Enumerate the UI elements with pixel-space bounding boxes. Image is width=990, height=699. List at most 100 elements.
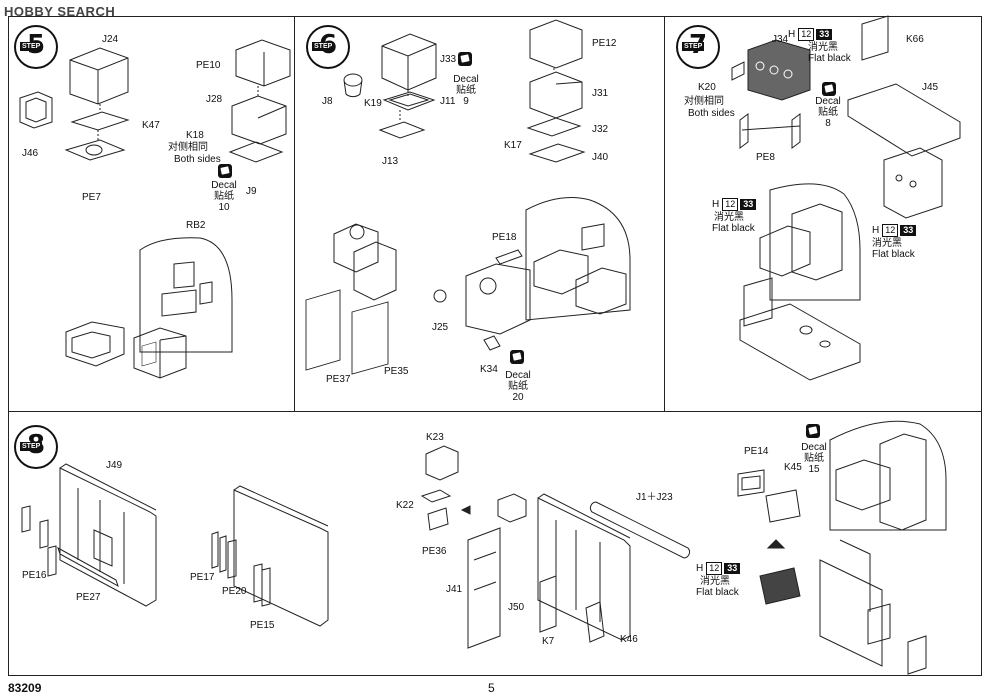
part-label: K34 [480,364,498,375]
step-word: STEP [20,42,43,51]
part-label: J9 [246,186,257,197]
part-label: K22 [396,500,414,511]
part-label: K17 [504,140,522,151]
part-label: J40 [592,152,609,163]
paint-name-en: Flat black [872,249,915,260]
part-label: J46 [22,148,39,159]
decal-label-cn: 贴纸 [214,191,234,202]
step-word: STEP [20,442,43,451]
panel-step-8 [8,411,982,676]
decal-label-cn: 贴纸 [818,107,838,118]
part-label: PE15 [250,620,275,631]
step-5-badge: 5 STEP [14,25,58,69]
paint-code: 12 [882,224,899,237]
step-7-badge: 7 STEP [676,25,720,69]
step-6-drawing [305,19,631,375]
paint-code: 12 [722,198,739,211]
part-label: PE16 [22,570,47,581]
part-label: PE36 [422,546,447,557]
part-label: PE17 [190,572,215,583]
part-label: J31 [592,88,609,99]
paint-letter: H [872,225,880,236]
decal-icon [458,52,472,66]
decal-label-cn: 贴纸 [804,453,824,464]
step-8-drawing [21,420,947,675]
decal-label: Decal [815,96,841,107]
decal-icon [806,424,820,438]
paint-code: 12 [798,28,815,41]
part-label: J11 [440,96,456,107]
paint-name-en: Flat black [696,587,739,598]
paint-name-en: Flat black [808,53,851,64]
part-label: J45 [922,82,939,93]
part-label: J41 [446,584,463,595]
part-label: K20 [698,82,716,93]
part-label: J50 [508,602,525,613]
decal-icon [510,350,524,364]
paint-callout: H 12 33 [696,562,741,575]
part-label: PE27 [76,592,101,603]
part-label: J28 [206,94,223,105]
part-label: J33 [440,54,457,65]
paint-code-dark: 33 [740,199,757,210]
part-label: J1＋J23 [636,492,673,503]
part-label: K66 [906,34,924,45]
paint-name-cn: 消光黑 [700,576,730,587]
paint-name-cn: 消光黑 [872,238,902,249]
note-cn: 对侧相同 [684,96,724,107]
paint-code-dark: 33 [900,225,917,236]
decal-number: 15 [808,464,820,475]
product-code: 83209 [8,681,42,695]
part-label: K23 [426,432,444,443]
decal-number: 20 [512,392,524,403]
part-label: PE14 [744,446,769,457]
part-label: J32 [592,124,609,135]
watermark: HOBBY SEARCH [4,4,116,19]
part-label: PE7 [82,192,101,203]
paint-callout: H 12 33 [872,224,917,237]
paint-code: 12 [706,562,723,575]
decal-label-cn: 贴纸 [456,85,476,96]
decal-number: 9 [463,96,469,107]
decal-icon [218,164,232,178]
part-label: K7 [542,636,555,647]
paint-name-cn: 消光黑 [714,212,744,223]
part-label: PE35 [384,366,409,377]
page-number: 5 [488,681,495,695]
paint-code-dark: 33 [816,29,833,40]
part-label: J25 [432,322,449,333]
part-label: K18 [186,130,204,141]
decal-label: Decal [801,442,827,453]
paint-letter: H [788,29,796,40]
paint-code-dark: 33 [724,563,741,574]
part-label: PE37 [326,374,351,385]
paint-letter: H [712,199,720,210]
part-label: PE18 [492,232,517,243]
part-label: K45 [784,462,802,473]
part-label: J24 [102,34,119,45]
decal-label: Decal [453,74,479,85]
part-label: PE10 [196,60,221,71]
step-8-badge: 8 STEP [14,425,58,469]
part-label: J49 [106,460,123,471]
paint-letter: H [696,563,704,574]
paint-name-cn: 消光黑 [808,42,838,53]
step-word: STEP [682,42,705,51]
step-7-drawing [731,15,961,381]
decal-number: 8 [825,118,831,129]
decal-number: 10 [218,202,230,213]
step-6-badge: 6 STEP [306,25,350,69]
paint-callout: H 12 33 [788,28,833,41]
part-label: J34 [772,34,789,45]
part-label: K47 [142,120,160,131]
decal-label: Decal [211,180,237,191]
note-cn: 对侧相同 [168,142,208,153]
part-label: J13 [382,156,399,167]
step-word: STEP [312,42,335,51]
part-label: J8 [322,96,333,107]
part-label: PE12 [592,38,617,49]
part-label: PE20 [222,586,247,597]
paint-name-en: Flat black [712,223,755,234]
